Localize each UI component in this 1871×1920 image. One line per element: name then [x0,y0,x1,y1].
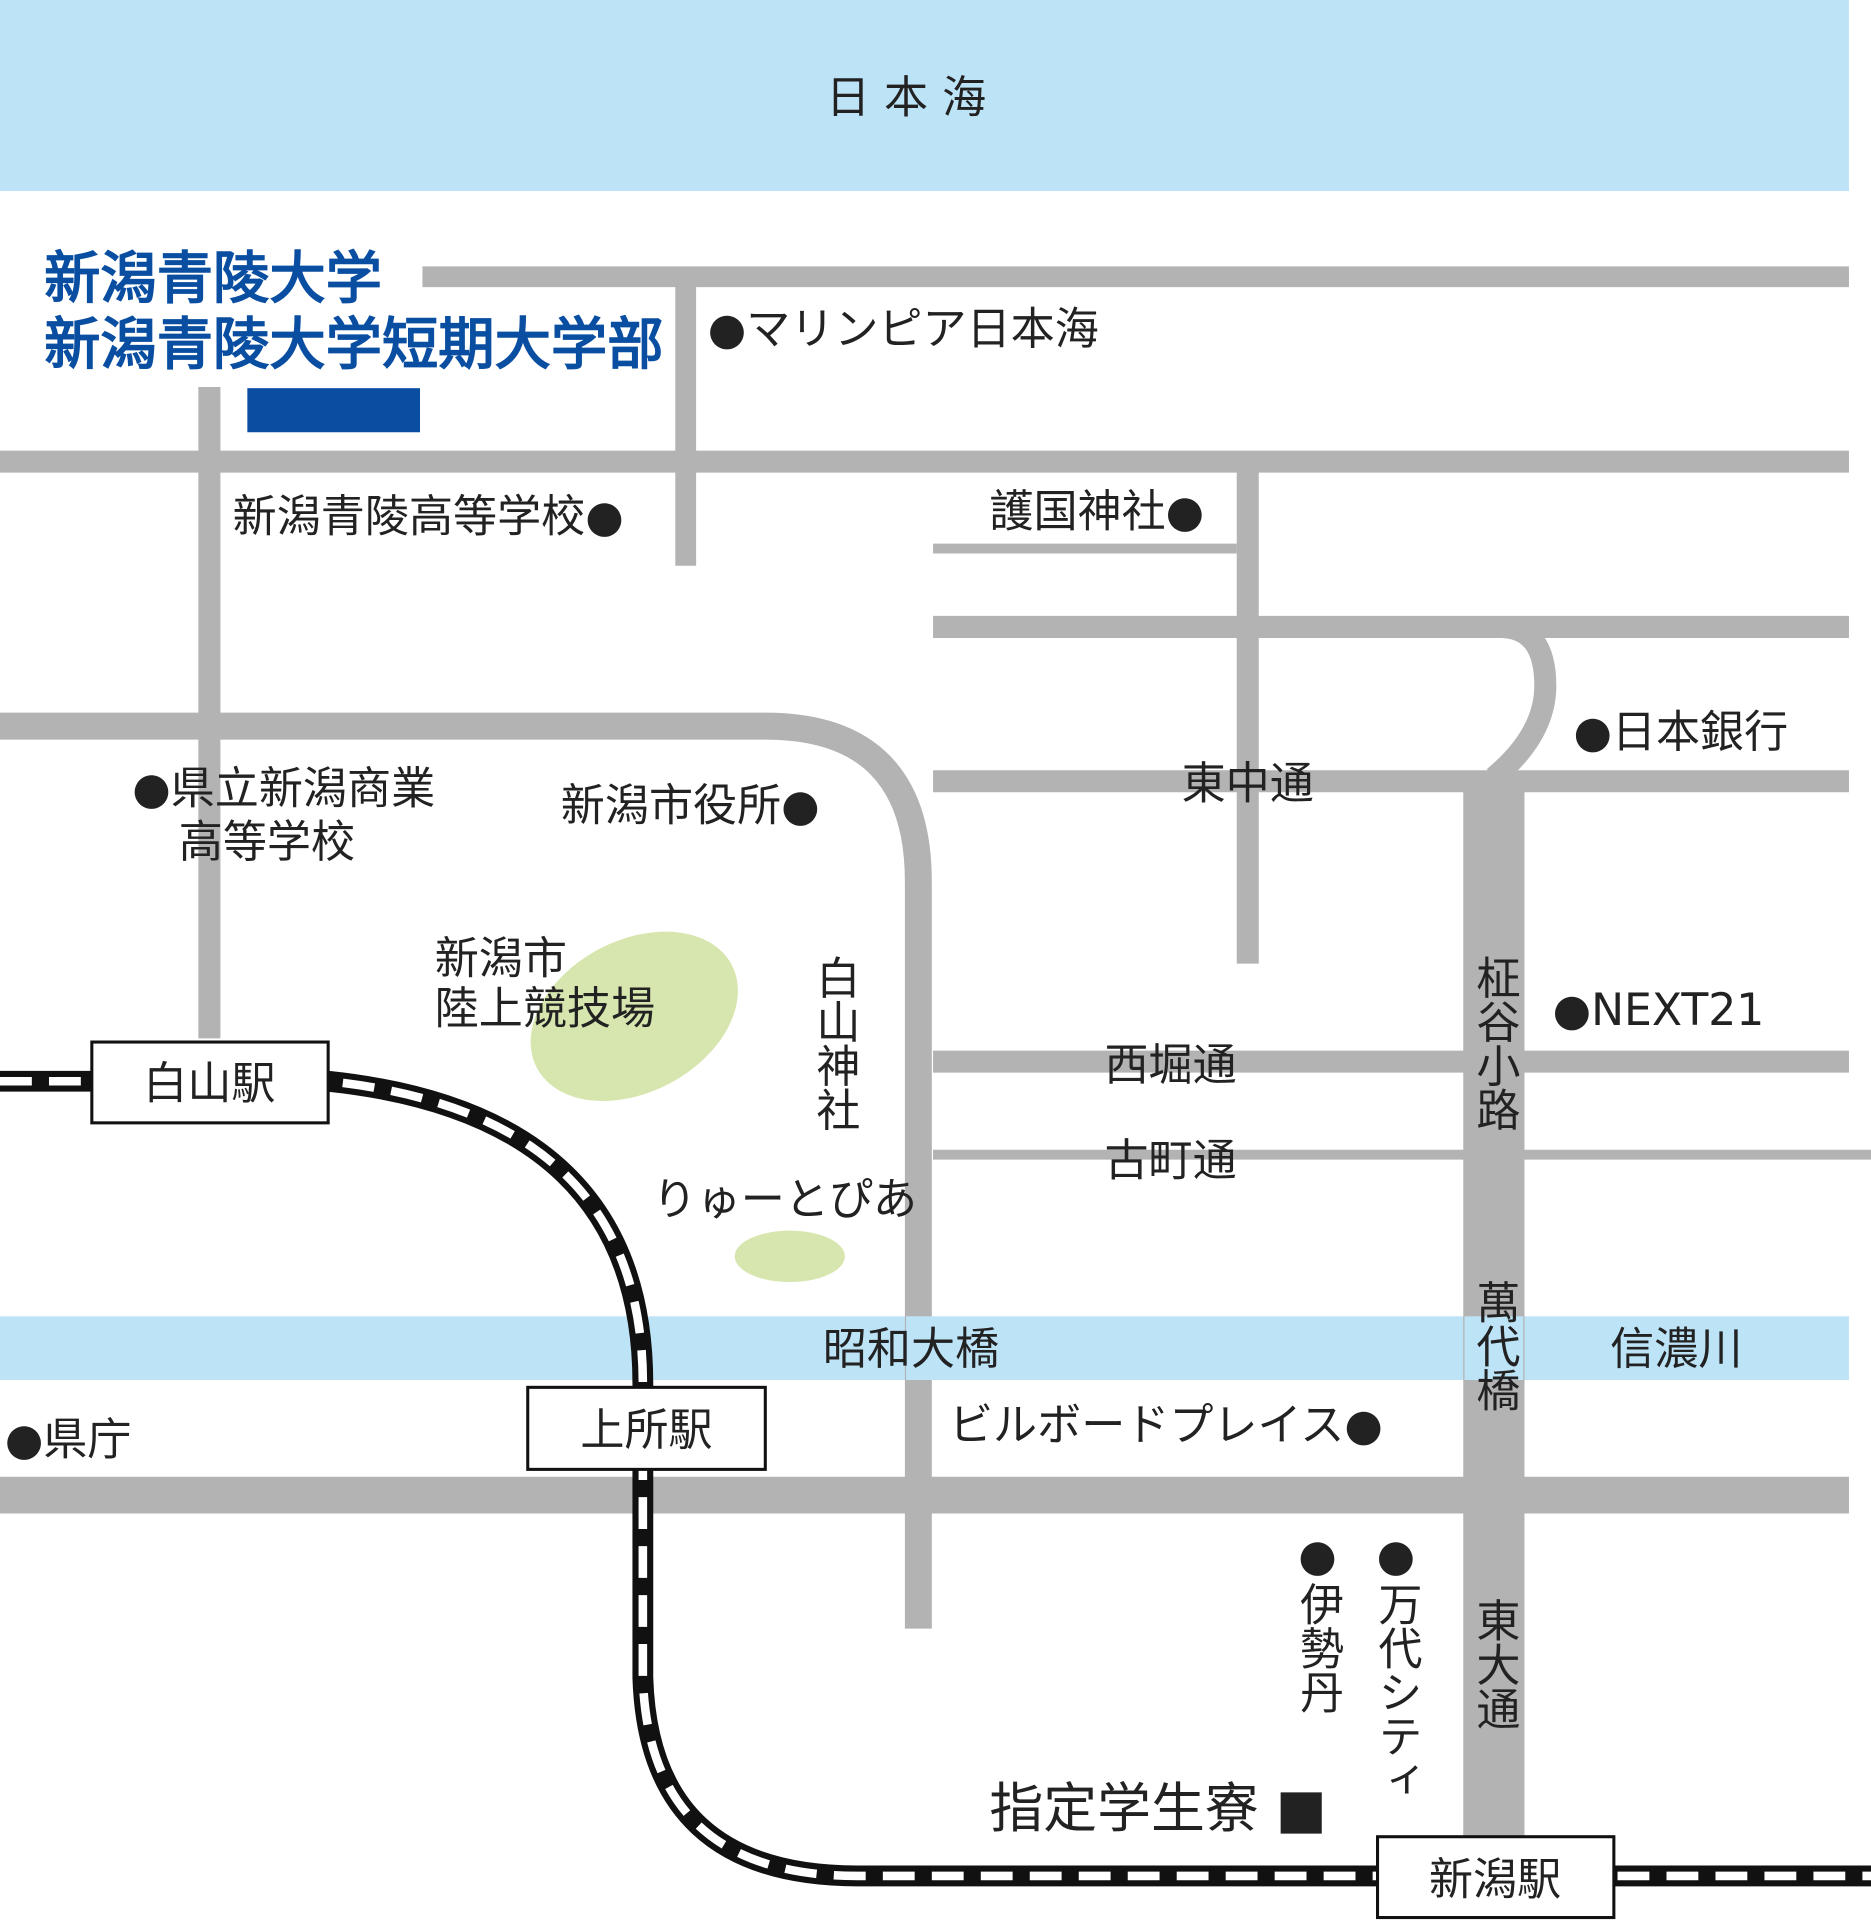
junior-college-name: 新潟青陵大学短期大学部 [44,313,663,378]
landmark-prefecture: ●県庁 [5,1415,132,1466]
street-masaya: 柾谷小路 [1468,955,1519,1131]
bridge-gap [906,1316,934,1380]
landmark-marinpia: ●マリンピア日本海 [708,304,1099,355]
bridge-bandai: 萬代橋 [1468,1280,1520,1412]
landmark-city-hall: 新潟市役所● [561,780,820,831]
sea-japan [0,0,1849,192]
landmark-bandai-city: ●万代シティ [1370,1531,1422,1802]
landmark-boj: ●日本銀行 [1573,707,1788,758]
university-location [247,388,420,433]
landmark-gokoku: 護国神社● [989,487,1204,538]
landmark-stadium-2: 陸上競技場 [435,984,655,1035]
station-niigata-label: 新潟駅 [1429,1854,1561,1905]
station-sekiya: 上所駅 [526,1385,767,1471]
railway [0,1070,1871,1887]
street-higashi-odori: 東大通 [1468,1598,1519,1730]
university-name: 新潟青陵大学 [44,247,382,312]
landmark-seiryo-high: 新潟青陵高等学校● [233,491,624,542]
landmark-hakusan-shrine: 白山神社 [808,955,859,1131]
station-niigata: 新潟駅 [1376,1835,1616,1920]
station-hakusan: 白山駅 [90,1040,330,1125]
landmark-isetan: ●伊勢丹 [1292,1531,1344,1714]
landmark-billboard: ビルボードプレイス● [949,1400,1383,1451]
station-sekiya-label: 上所駅 [580,1405,712,1456]
landmark-ryutopia: りゅーとぴあ [653,1175,917,1226]
street-furumachi: 古町通 [1104,1136,1236,1187]
ryutopia-park [734,1230,845,1283]
landmark-stadium: 新潟市 [435,933,567,984]
bridge-gap [1464,1316,1524,1380]
landmark-commercial-high-2: 高等学校 [179,817,355,868]
landmark-next21: ●NEXT21 [1553,985,1765,1036]
street-nishibori: 西堀通 [1104,1040,1236,1091]
sea-label: 日 本 海 [826,73,986,124]
landmark-commercial-high: ●県立新潟商業 [132,763,435,814]
bridge-showa: 昭和大橋 [823,1324,999,1375]
landmark-dormitory: 指定学生寮 ■ [989,1777,1326,1840]
stadium-park [530,931,738,1102]
street-higashinaka: 東中通 [1182,758,1314,809]
station-hakusan-label: 白山駅 [143,1058,275,1109]
roads [0,266,1871,1837]
river-shinano: 信濃川 [1610,1324,1742,1375]
